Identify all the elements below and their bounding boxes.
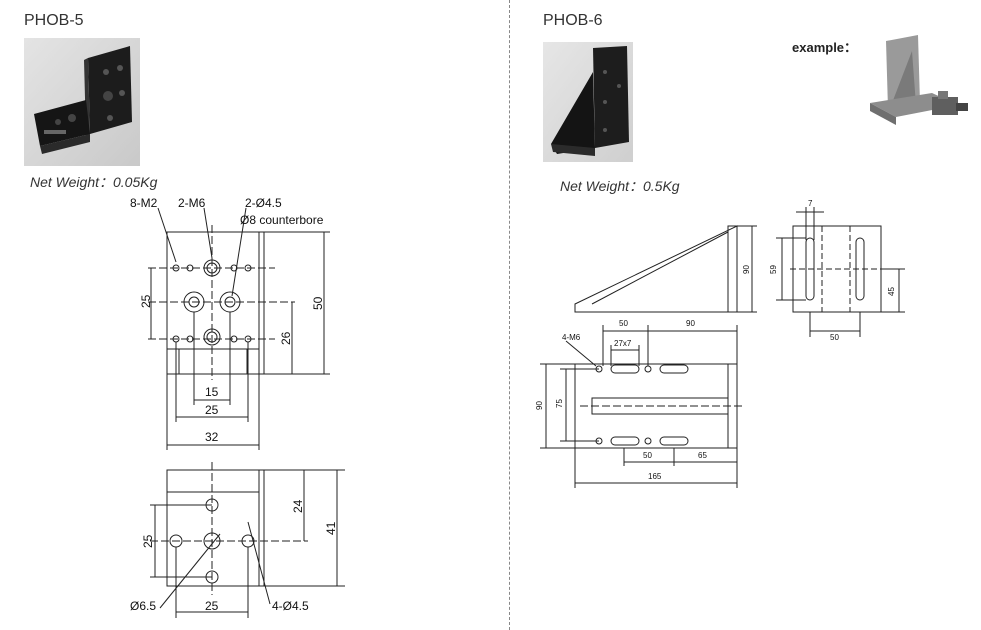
- dim-26: 26: [279, 331, 293, 345]
- dim-32: 32: [205, 430, 219, 444]
- example-label: example：: [792, 40, 858, 55]
- dim-165: 165: [648, 472, 662, 481]
- dim-7: 7: [808, 199, 813, 208]
- label-2-d45: 2-Ø4.5: [245, 196, 282, 210]
- phob6-end-view: [776, 207, 905, 337]
- example-photo: [862, 33, 974, 131]
- dim-90-vertical: 90: [535, 401, 544, 410]
- label-2-m6: 2-M6: [178, 196, 206, 210]
- phob6-side-view: [574, 225, 757, 313]
- dim-45: 45: [887, 287, 896, 296]
- phob5-net-weight: Net Weight：0.05Kg: [30, 174, 158, 190]
- label-d65: Ø6.5: [130, 599, 156, 613]
- dim-15: 15: [205, 385, 219, 399]
- dim-25-bottom-vertical: 25: [141, 534, 155, 548]
- phob5-photo: [24, 38, 140, 166]
- dim-50: 50: [311, 296, 325, 310]
- phob5-dimension-labels: 8-M2 2-M6 2-Ø4.5 Ø8 counterbore 25 50 26…: [130, 196, 338, 613]
- phob6-plan-view: [540, 325, 745, 488]
- phob5-bottom-view: [150, 462, 345, 618]
- dim-90-side: 90: [742, 265, 751, 274]
- dim-50-bottom: 50: [643, 451, 652, 460]
- dim-27x7: 27x7: [614, 339, 632, 348]
- dim-50-plan: 50: [619, 319, 628, 328]
- dim-65: 65: [698, 451, 707, 460]
- dim-90-plan: 90: [686, 319, 695, 328]
- phob5-title: PHOB-5: [24, 12, 84, 29]
- label-counterbore: Ø8 counterbore: [240, 213, 324, 227]
- phob5-top-view: [148, 207, 330, 450]
- dim-75: 75: [555, 399, 564, 408]
- label-4-d45: 4-Ø4.5: [272, 599, 309, 613]
- phob6-dimension-labels: 90 7 59 45 50 4-M6 27x7 50 90 90 75 50 6…: [535, 199, 896, 481]
- dim-50-end: 50: [830, 333, 839, 342]
- phob6-photo: [543, 42, 633, 162]
- label-4-m6: 4-M6: [562, 333, 581, 342]
- dim-59: 59: [769, 265, 778, 274]
- dim-25-bottom-horizontal: 25: [205, 599, 219, 613]
- phob6-title: PHOB-6: [543, 12, 603, 29]
- dim-25-vertical: 25: [139, 294, 153, 308]
- dim-24: 24: [291, 499, 305, 513]
- section-divider: [509, 0, 510, 630]
- label-8-m2: 8-M2: [130, 196, 158, 210]
- dim-25-horizontal: 25: [205, 403, 219, 417]
- phob6-net-weight: Net Weight：0.5Kg: [560, 178, 680, 194]
- dim-41: 41: [324, 521, 338, 535]
